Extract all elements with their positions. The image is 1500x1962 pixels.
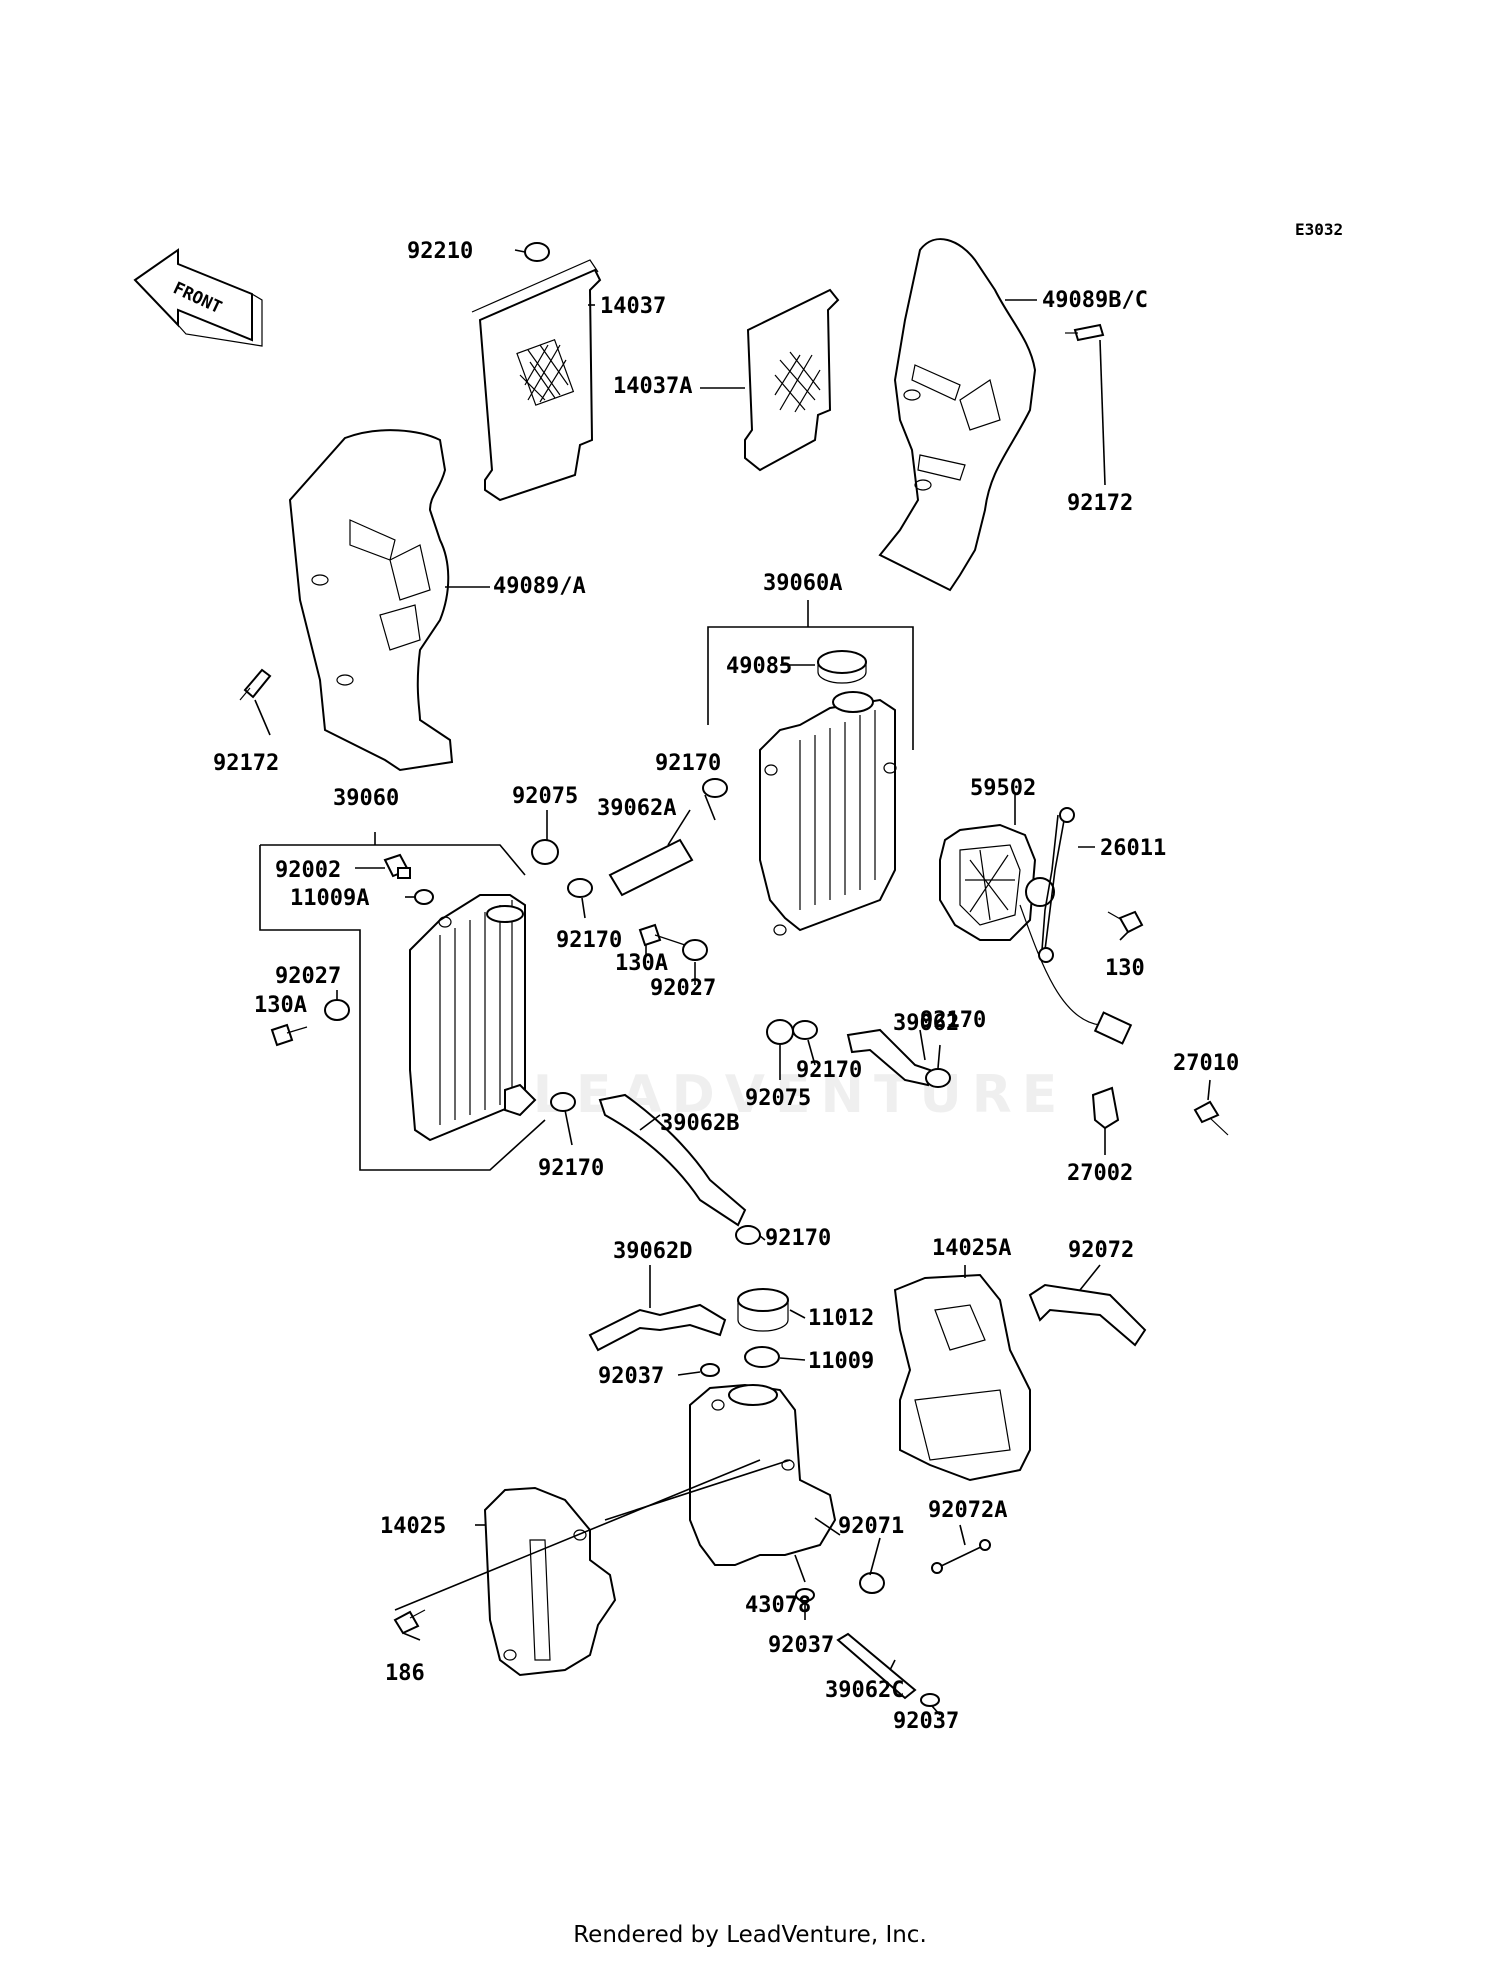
clip-92037-icon (700, 1363, 940, 1707)
strap-92072A-icon (931, 1539, 991, 1574)
grommet-92210-icon (524, 242, 550, 262)
label-92072A: 92072A (928, 1498, 1007, 1523)
hose-39062C-icon (836, 1632, 917, 1700)
shroud-right-49089BC (878, 238, 1037, 592)
label-14037: 14037 (600, 294, 666, 319)
seal-11009-icon (744, 1346, 780, 1368)
label-11009A: 11009A (290, 886, 369, 911)
bracket-39060-top (260, 844, 526, 876)
label-43078: 43078 (745, 1593, 811, 1618)
part-labels: 92210 14037 14037A 49089B/C 92172 49089/… (213, 239, 1239, 1734)
label-27010: 27010 (1173, 1051, 1239, 1076)
label-14037A: 14037A (613, 374, 692, 399)
hose-39062D-icon (588, 1303, 727, 1352)
screw-92172-right-icon (1065, 323, 1105, 342)
bolt-130-icon (1107, 910, 1144, 934)
grommet-92071-icon (859, 1572, 885, 1594)
label-92037-mid: 92037 (768, 1633, 834, 1658)
label-92170-d: 92170 (920, 1008, 986, 1033)
cap-11012-icon (737, 1288, 789, 1332)
label-92037-top: 92037 (598, 1364, 664, 1389)
label-92170-f: 92170 (538, 1156, 604, 1181)
plug-92002-icon (383, 853, 411, 879)
bracket-39060A (707, 626, 914, 750)
label-92037-bottom: 92037 (893, 1709, 959, 1734)
label-14025A: 14025A (932, 1236, 1011, 1261)
cover-14025 (483, 1486, 617, 1677)
label-27002: 27002 (1067, 1161, 1133, 1186)
label-92071: 92071 (838, 1514, 904, 1539)
label-39062B: 39062B (660, 1111, 739, 1136)
footer-credit: Rendered by LeadVenture, Inc. (573, 1922, 927, 1948)
grommet-92075-icon (531, 839, 794, 1045)
label-49089BC: 49089B/C (1042, 288, 1148, 313)
washer-11009A-icon (414, 889, 434, 905)
hose-39062B-icon (598, 1093, 747, 1227)
radiator-cap-49085-icon (817, 650, 867, 684)
label-59502: 59502 (970, 776, 1036, 801)
label-11012: 11012 (808, 1306, 874, 1331)
leader-lines (254, 249, 1211, 1716)
bolt-130A-mid-icon (638, 923, 686, 947)
label-39062C: 39062C (825, 1678, 904, 1703)
screw-92172-left-icon (239, 668, 272, 701)
bolt-130A-left-icon (270, 1023, 308, 1047)
label-39062: 39062 (893, 1011, 959, 1036)
strap-92072-icon (1028, 1283, 1147, 1347)
label-92027-mid: 92027 (650, 976, 716, 1001)
diagram-code: E3032 (1295, 220, 1343, 239)
label-130A-mid: 130A (615, 951, 668, 976)
hose-39062-icon (846, 1028, 932, 1087)
grille-14037 (471, 259, 602, 502)
label-186: 186 (385, 1661, 425, 1686)
collar-92027-left-icon (324, 999, 350, 1021)
label-92072: 92072 (1068, 1238, 1134, 1263)
label-49085: 49085 (726, 654, 792, 679)
label-39060: 39060 (333, 786, 399, 811)
label-92172-left: 92172 (213, 751, 279, 776)
label-92210: 92210 (407, 239, 473, 264)
collar-92027-mid-icon (682, 939, 708, 961)
label-39060A: 39060A (763, 571, 842, 596)
sensor-27010-icon (1193, 1100, 1229, 1136)
bracket-39060 (259, 845, 546, 1171)
label-14025: 14025 (380, 1514, 446, 1539)
cover-14025A (893, 1273, 1031, 1482)
label-130: 130 (1105, 956, 1145, 981)
label-39062D: 39062D (613, 1239, 692, 1264)
label-92002: 92002 (275, 858, 341, 883)
label-92172-right: 92172 (1067, 491, 1133, 516)
label-92170-e: 92170 (765, 1226, 831, 1251)
fan-59502 (939, 823, 1133, 1045)
label-92170-c-alt: 92170 (796, 1058, 862, 1083)
label-92027-left: 92027 (275, 964, 341, 989)
front-arrow-icon: FRONT (133, 248, 263, 347)
hose-39062A-icon (608, 838, 694, 897)
shroud-left-49089A (288, 429, 454, 772)
radiator-left-39060 (409, 894, 537, 1142)
label-39062A: 39062A (597, 796, 676, 821)
bolt-186-icon (393, 1609, 426, 1635)
radiator-right-39060A (759, 691, 897, 936)
label-92075-bottom: 92075 (745, 1086, 811, 1111)
label-26011: 26011 (1100, 836, 1166, 861)
label-92170-b: 92170 (556, 928, 622, 953)
label-49089A: 49089/A (493, 574, 586, 599)
wire-26011 (1038, 807, 1075, 963)
label-11009: 11009 (808, 1349, 874, 1374)
label-92170-a: 92170 (655, 751, 721, 776)
grille-14037A (744, 288, 840, 472)
label-130A-left: 130A (254, 993, 307, 1018)
label-92075-top: 92075 (512, 784, 578, 809)
reservoir-tank-43078 (689, 1383, 837, 1566)
cap-27002-icon (1091, 1086, 1120, 1130)
clamp-92170-icon (550, 778, 951, 1245)
